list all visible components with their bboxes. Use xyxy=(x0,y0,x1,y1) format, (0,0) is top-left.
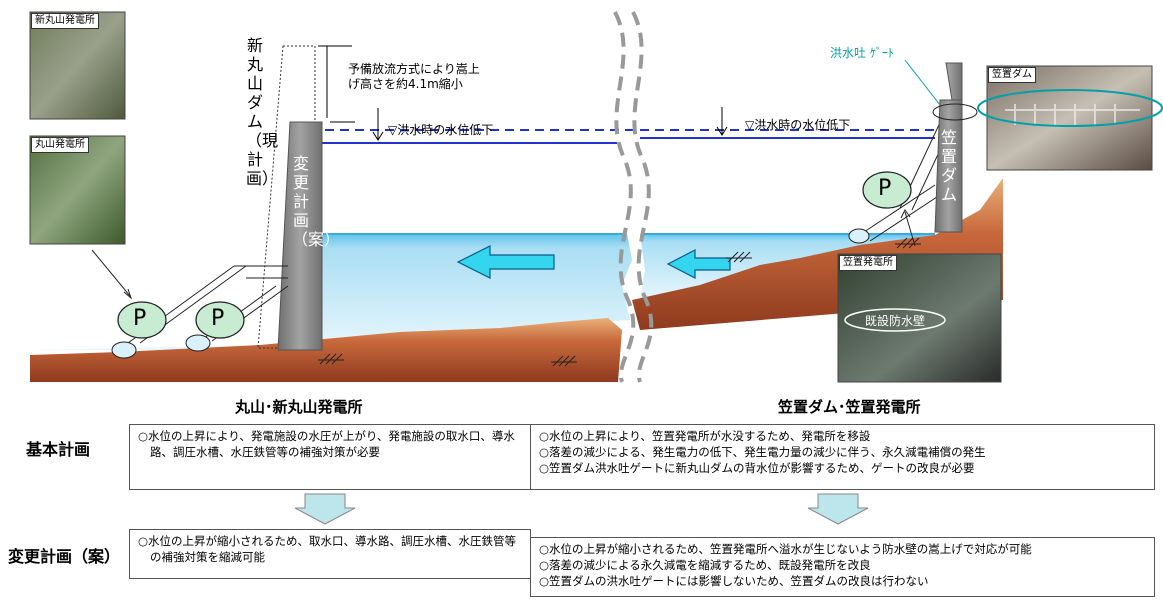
revised-plan-dam xyxy=(277,121,323,351)
box-right-basic-line: ○水位の上昇により、笠置発電所が水没するため、発電所を移設 xyxy=(539,429,871,443)
flood-gate-label: 洪水吐 ｹﾞｰﾄ xyxy=(830,46,894,60)
flood-gate-highlight-photo xyxy=(977,89,1163,127)
flow-arrow-right xyxy=(666,249,731,279)
box-right-revised-line: ○水位の上昇が縮小されるため、笠置発電所へ溢水が生じないよう防水壁の嵩上げで対応… xyxy=(539,542,1032,556)
new-dam-label: 新丸山ダム（現計画） xyxy=(246,36,279,188)
box-right-basic-line: ○落差の減少による、発生電力の低下、発生電力量の減少に伴う、永久減電補償の発生 xyxy=(539,445,986,459)
existing-wall-highlight xyxy=(844,308,946,332)
existing-wall-label: 既設防水壁 xyxy=(865,314,926,328)
flow-arrow-left xyxy=(456,245,555,279)
left-section-title: 丸山･新丸山発電所 xyxy=(235,398,363,416)
box-right-revised-line: ○落差の減少による永久減電を縮減するため、既設発電所を改良 xyxy=(539,558,871,572)
photo-kasagi-plant xyxy=(837,253,1002,383)
box-right-basic-line: ○笠置ダム洪水吐ゲートに新丸山ダムの背水位が影響するため、ゲートの改良が必要 xyxy=(539,461,975,475)
pointer-maruyama-photo xyxy=(91,249,131,297)
pump-icon-maruyama xyxy=(117,301,167,339)
outlet-right xyxy=(848,228,870,244)
pump-icon-kasagi xyxy=(862,171,912,209)
pointer-kasagi-photo xyxy=(904,211,916,247)
revised-plan-dam-label: 変更計画（案） xyxy=(292,154,340,249)
photo-label-maruyama: 丸山発電所 xyxy=(31,137,89,153)
box-right-revised: ○水位の上昇が縮小されるため、笠置発電所へ溢水が生じないよう防水壁の嵩上げで対応… xyxy=(530,537,1155,597)
flood-gate-highlight-small xyxy=(932,103,978,121)
scale-break-line-2 xyxy=(631,11,654,383)
photo-label-kasagi-dam: 笠置ダム xyxy=(988,67,1036,83)
pump-label-maruyama: P xyxy=(133,306,147,331)
photo-label-shinmaruyama: 新丸山発電所 xyxy=(31,13,99,29)
photo-kasagi-dam-gates xyxy=(1005,104,1140,125)
photo-label-kasagi-plant: 笠置発電所 xyxy=(839,255,897,271)
box-left-revised: ○水位の上昇が縮小されるため、取水口、導水路、調圧水槽、水圧鉄管等の補強対策を縮… xyxy=(129,529,531,579)
photo-maruyama xyxy=(29,135,126,245)
box-right-revised-line: ○笠置ダムの洪水吐ゲートには影響しないため、笠置ダムの改良は行わない xyxy=(539,574,929,588)
pump-label-kasagi: P xyxy=(878,176,892,201)
outlet-left-1 xyxy=(111,341,137,359)
water-drop-label-left: ▽洪水時の水位低下 xyxy=(388,123,494,137)
box-left-basic-line: ○水位の上昇により、発電施設の水圧が上がり、発電施設の取水口、導水路、調圧水槽、… xyxy=(138,429,515,459)
reduction-note-line2: げ高さを約4.1m縮小 xyxy=(348,77,463,91)
scale-break-line-1 xyxy=(613,11,636,383)
pointer-flood-gate xyxy=(904,59,941,106)
riverbed-left xyxy=(30,318,622,382)
box-left-basic: ○水位の上昇により、発電施設の水圧が上がり、発電施設の取水口、導水路、調圧水槽、… xyxy=(129,424,531,490)
rock-hatch-marks xyxy=(318,237,921,367)
outlet-left-2 xyxy=(185,334,211,352)
down-arrow-right xyxy=(807,493,869,525)
row-label-revised-plan: 変更計画（案） xyxy=(8,547,121,566)
row-label-basic-plan: 基本計画 xyxy=(26,440,91,459)
box-left-revised-line: ○水位の上昇が縮小されるため、取水口、導水路、調圧水槽、水圧鉄管等の補強対策を縮… xyxy=(138,534,517,564)
photo-shinmaruyama xyxy=(29,11,126,120)
down-arrow-left xyxy=(294,493,356,525)
reduction-note-line1: 予備放流方式により嵩上 xyxy=(348,62,480,76)
kasagi-dam-body-label: 笠置ダム xyxy=(940,128,957,204)
pump-icon-shinmaruyama xyxy=(195,301,245,339)
water-drop-label-right: ▽洪水時の水位低下 xyxy=(745,118,851,132)
box-right-basic: ○水位の上昇により、笠置発電所が水没するため、発電所を移設 ○落差の減少による、… xyxy=(530,424,1155,490)
pump-label-shinmaruyama: P xyxy=(211,306,225,331)
right-section-title: 笠置ダム･笠置発電所 xyxy=(778,398,921,416)
